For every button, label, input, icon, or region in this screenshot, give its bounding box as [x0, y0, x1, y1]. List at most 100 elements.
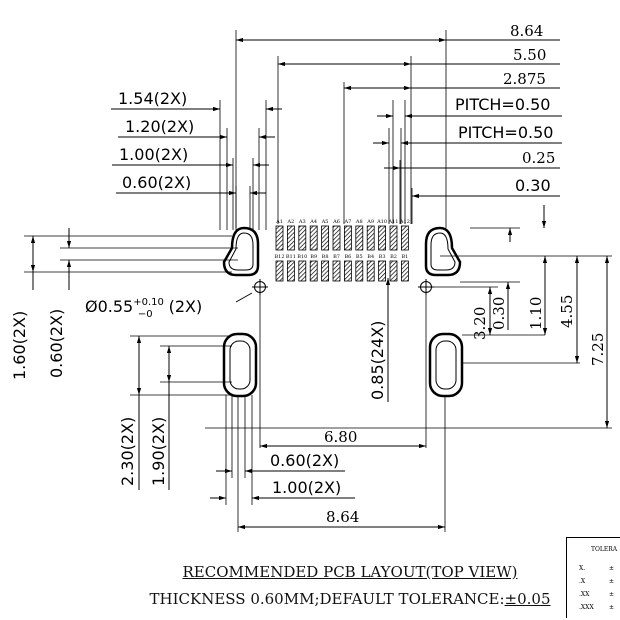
pin-label: B2: [390, 254, 397, 260]
pin-label: B10: [297, 254, 307, 260]
pin-label: A9: [366, 219, 374, 225]
dim-top-width-2: 5.50: [513, 46, 546, 64]
dim-hole-diameter: Ø0.55+0.10−0(2X): [85, 297, 202, 320]
top-row-pad: [286, 225, 295, 251]
dim-110: 1.10: [527, 297, 545, 330]
pin-label: A1: [275, 219, 283, 225]
dim-top-width-1: 8.64: [510, 22, 543, 40]
dim-left-slot-len: 1.60(2X): [10, 311, 29, 380]
pin-label: B8: [322, 254, 329, 260]
pin-label: A10: [376, 219, 387, 225]
bottom-row-pad: [298, 260, 307, 282]
bottom-row-pad: [355, 260, 364, 282]
dim-slot-center-span: 6.80: [324, 428, 357, 446]
pin-label: B7: [333, 254, 340, 260]
top-row-pad: [366, 225, 375, 251]
extension-lines: [24, 30, 612, 532]
dim-slot-drill: 0.60(2X): [122, 173, 191, 192]
tolerance-value: ±0.05: [504, 590, 551, 608]
bottom-row-pad: [309, 260, 318, 282]
tolerance-table: TOLERA X. ± .X ± .XX ± .XXX ±: [566, 537, 620, 618]
top-row-pad: [298, 225, 307, 251]
dim-pitch-2: PITCH=0.50: [458, 123, 553, 142]
tolerance-row-value: ±: [609, 591, 615, 598]
pin-label: B4: [367, 254, 374, 260]
top-row-pad: [309, 225, 318, 251]
tolerance-row-label: X.: [579, 565, 586, 572]
bottom-row-pad: [389, 260, 398, 282]
slot-bottom-left-inner: [229, 340, 251, 390]
tolerance-table-header: TOLERA: [591, 546, 618, 553]
dim-bottom-slot-len-outer: 2.30(2X): [118, 417, 137, 486]
dim-row-pitch: 0.30: [490, 297, 508, 330]
tolerance-row-label: .X: [579, 578, 586, 585]
slot-top-right-inner: [430, 232, 456, 271]
dimension-lines: [30, 37, 610, 530]
pin-label: A7: [344, 219, 352, 225]
dimension-texts: 8.64 5.50 2.875 PITCH=0.50 PITCH=0.50 0.…: [10, 22, 607, 526]
slot-top-right: [424, 226, 462, 277]
bottom-row-pad: [400, 260, 409, 282]
pad-row-bottom: [275, 260, 409, 282]
pin-label: A5: [321, 219, 329, 225]
bottom-row-pad: [366, 260, 375, 282]
slot-bottom-left: [222, 332, 258, 398]
top-row-pad: [389, 225, 398, 251]
tolerance-row-value: ±: [609, 565, 615, 572]
pin-label: A2: [287, 219, 295, 225]
pin-label: A12: [399, 219, 410, 225]
dim-455: 4.55: [558, 295, 576, 328]
tolerance-row-value: ±: [609, 578, 615, 585]
pin-label: A11: [388, 219, 399, 225]
pin-label: B3: [379, 254, 386, 260]
tolerance-row-value: ±: [609, 604, 615, 611]
pin-label: B11: [286, 254, 296, 260]
dim-slot-inner: 1.00(2X): [119, 145, 188, 164]
dim-bottom-width: 8.64: [326, 508, 359, 526]
dim-top-width-3: 2.875: [503, 70, 546, 88]
dim-bottom-slot-drill: 0.60(2X): [270, 451, 339, 470]
dim-pad-length: 0.85(24X): [368, 321, 387, 400]
bottom-row-pad: [321, 260, 330, 282]
bottom-row-pad: [378, 260, 387, 282]
tolerance-row-label: .XXX: [579, 604, 594, 611]
dim-left-slot-drill: 0.60(2X): [47, 309, 66, 378]
pin-label: B6: [344, 254, 351, 260]
pin-label: B9: [310, 254, 317, 260]
top-row-pad: [400, 225, 409, 251]
dim-bottom-slot-width: 1.00(2X): [272, 478, 341, 497]
guide-holes: [252, 279, 434, 295]
pin-label: A8: [355, 219, 363, 225]
slot-top-left: [222, 226, 260, 277]
pin-label: A6: [332, 219, 340, 225]
bottom-row-pad: [286, 260, 295, 282]
tolerance-row-label: .XX: [579, 591, 590, 598]
bottom-row-pad: [275, 260, 284, 282]
slot-bottom-right-inner: [435, 340, 457, 390]
top-row-pad: [321, 225, 330, 251]
layout-title: RECOMMENDED PCB LAYOUT(TOP VIEW): [182, 563, 518, 581]
dim-slot-outer: 1.54(2X): [118, 89, 187, 108]
dim-pad-gap: 0.30: [515, 176, 551, 195]
dim-bottom-slot-len-inner: 1.90(2X): [149, 417, 168, 486]
slot-bottom-right: [428, 332, 464, 398]
pin-label: B12: [274, 254, 284, 260]
dim-hole-offset: 3.20: [471, 307, 489, 340]
top-row-pad: [355, 225, 364, 251]
thickness-text: THICKNESS 0.60MM;DEFAULT TOLERANCE:: [149, 590, 505, 608]
top-row-pad: [275, 225, 284, 251]
bottom-row-pad: [343, 260, 352, 282]
dim-725: 7.25: [589, 333, 607, 366]
pin-label: B1: [401, 254, 408, 260]
pin-label: A4: [309, 219, 317, 225]
dim-slot-width: 1.20(2X): [125, 117, 194, 136]
dim-pad-width: 0.25: [522, 149, 555, 167]
bottom-row-pad: [332, 260, 341, 282]
mounting-slots: [222, 226, 464, 398]
slot-top-left-inner: [228, 232, 254, 271]
top-row-pad: [332, 225, 341, 251]
top-row-pad: [378, 225, 387, 251]
thickness-note: THICKNESS 0.60MM;DEFAULT TOLERANCE:±0.05: [40, 590, 620, 608]
